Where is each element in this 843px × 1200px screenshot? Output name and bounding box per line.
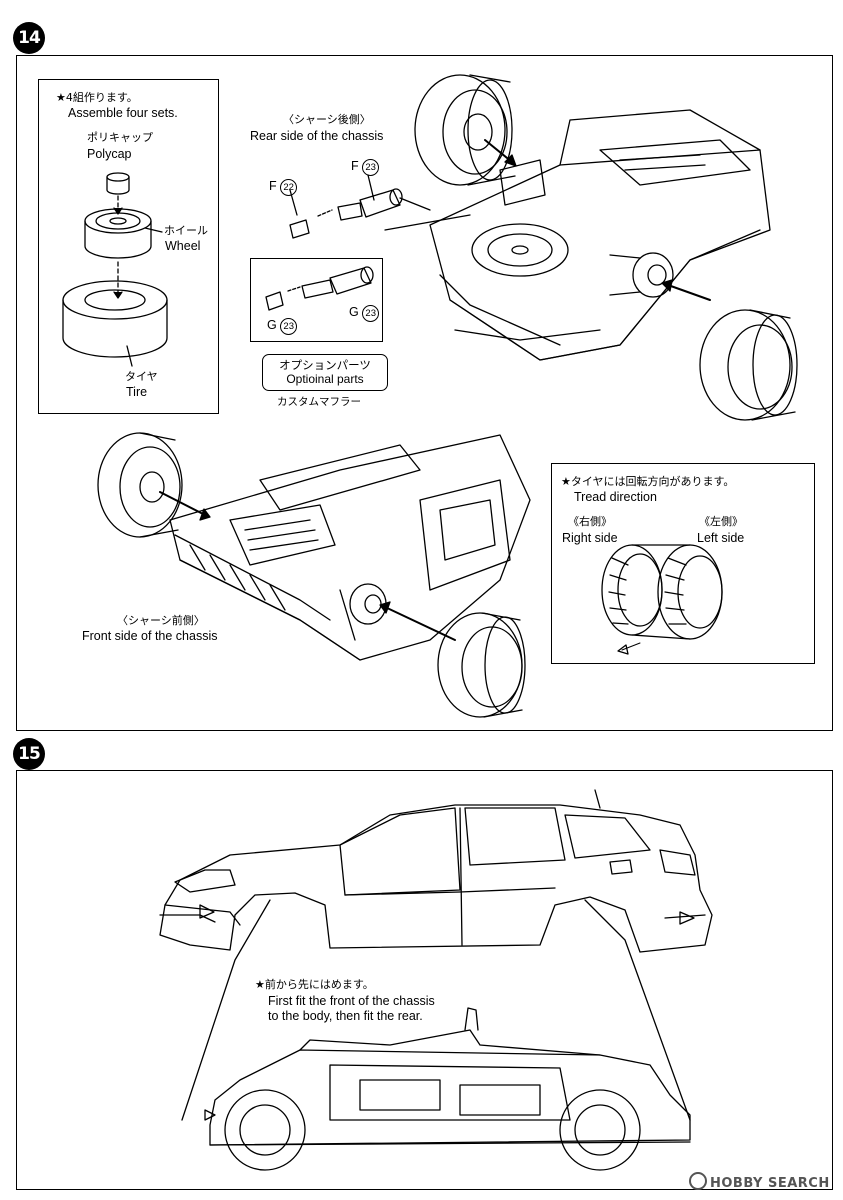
rear-chassis-label-en: Rear side of the chassis [250, 129, 384, 143]
fit-guide-front [181, 899, 271, 1121]
part-f22-prefix: F [269, 179, 277, 193]
tread-direction-arrow [621, 642, 641, 651]
rear-chassis-illustration [429, 109, 771, 361]
step-14-panel [16, 55, 833, 731]
front-chassis-label-en: Front side of the chassis [82, 629, 218, 643]
fit-guide-rear [584, 899, 691, 1121]
rear-right-tire-arrow [667, 284, 711, 301]
tread-tires-illustration [601, 544, 723, 640]
hobby-search-watermark: HOBBY SEARCH [689, 1172, 830, 1191]
part-f23-number: 23 [362, 159, 380, 176]
muffler-fit-line [384, 214, 471, 231]
car-body-illustration [159, 789, 713, 953]
front-right-tire [437, 612, 526, 718]
part-g23b-callout: G 23 [349, 305, 380, 322]
polycap-label-jp: ポリキャップ [87, 131, 153, 144]
part-g23b-prefix: G [349, 305, 359, 319]
part-g23b-number: 23 [362, 305, 380, 322]
tread-note-jp: ★タイヤには回転方向があります。 [561, 475, 735, 488]
front-right-tire-arrow [384, 606, 456, 641]
custom-muffler-label: カスタムマフラー [277, 396, 361, 408]
optional-muffler-box [250, 258, 383, 342]
step-15-number: 15 [18, 744, 41, 764]
inset-note-en: Assemble four sets. [68, 106, 178, 120]
wheel-illustration [84, 208, 152, 259]
wheel-assembly-inset [38, 79, 219, 414]
optional-parts-en: Optioinal parts [286, 372, 364, 386]
front-left-tire [97, 432, 183, 538]
part-g23a-prefix: G [267, 318, 277, 332]
right-side-label-en: Right side [562, 531, 618, 545]
polycap-illustration [106, 172, 130, 195]
muffler-parts-illustration [289, 174, 431, 239]
step15-note-en-1: First fit the front of the chassis [268, 994, 435, 1008]
wheel-label-jp: ホイール [164, 224, 208, 237]
left-side-label-jp: 《左側》 [699, 515, 743, 528]
tire-illustration [62, 280, 168, 358]
step15-note-en-2: to the body, then fit the rear. [268, 1009, 423, 1023]
step-15-badge: 15 [13, 738, 45, 770]
rear-chassis-label-jp: 〈シャーシ後側〉 [283, 113, 371, 126]
watermark-logo-icon [689, 1172, 707, 1190]
optional-parts-jp: オプションパーツ [279, 358, 371, 372]
step-14-number: 14 [18, 28, 41, 48]
right-side-label-jp: 《右側》 [568, 515, 612, 528]
tire-label-jp: タイヤ [125, 370, 158, 383]
wheel-label-en: Wheel [165, 239, 201, 253]
chassis-illustration [204, 1007, 691, 1171]
polycap-label-en: Polycap [87, 147, 132, 161]
part-f22-number: 22 [280, 179, 298, 196]
tire-label-en: Tire [126, 385, 148, 399]
part-g23a-callout: G 23 [267, 318, 298, 335]
rear-left-tire [414, 74, 516, 186]
tread-direction-box [551, 463, 815, 664]
step-15-panel [16, 770, 833, 1190]
front-chassis-label-jp: 〈シャーシ前側〉 [117, 614, 205, 627]
rear-right-tire [699, 309, 798, 421]
watermark-text: HOBBY SEARCH [710, 1176, 830, 1191]
tread-note-en: Tread direction [574, 490, 657, 504]
step-14-badge: 14 [13, 22, 45, 54]
left-side-label-en: Left side [697, 531, 745, 545]
inset-note-jp: ★4組作ります。 [56, 91, 138, 104]
optional-muffler-illustration [265, 266, 374, 311]
part-f23-prefix: F [351, 159, 359, 173]
part-f22-callout: F 22 [269, 179, 298, 196]
step15-note-jp: ★前から先にはめます。 [255, 978, 374, 991]
front-chassis-illustration [169, 434, 531, 661]
part-f23-callout: F 23 [351, 159, 380, 176]
front-left-tire-arrow [159, 491, 206, 516]
optional-parts-badge: オプションパーツ Optioinal parts [262, 354, 388, 391]
rear-left-tire-arrow [484, 139, 513, 163]
part-g23a-number: 23 [280, 318, 298, 335]
